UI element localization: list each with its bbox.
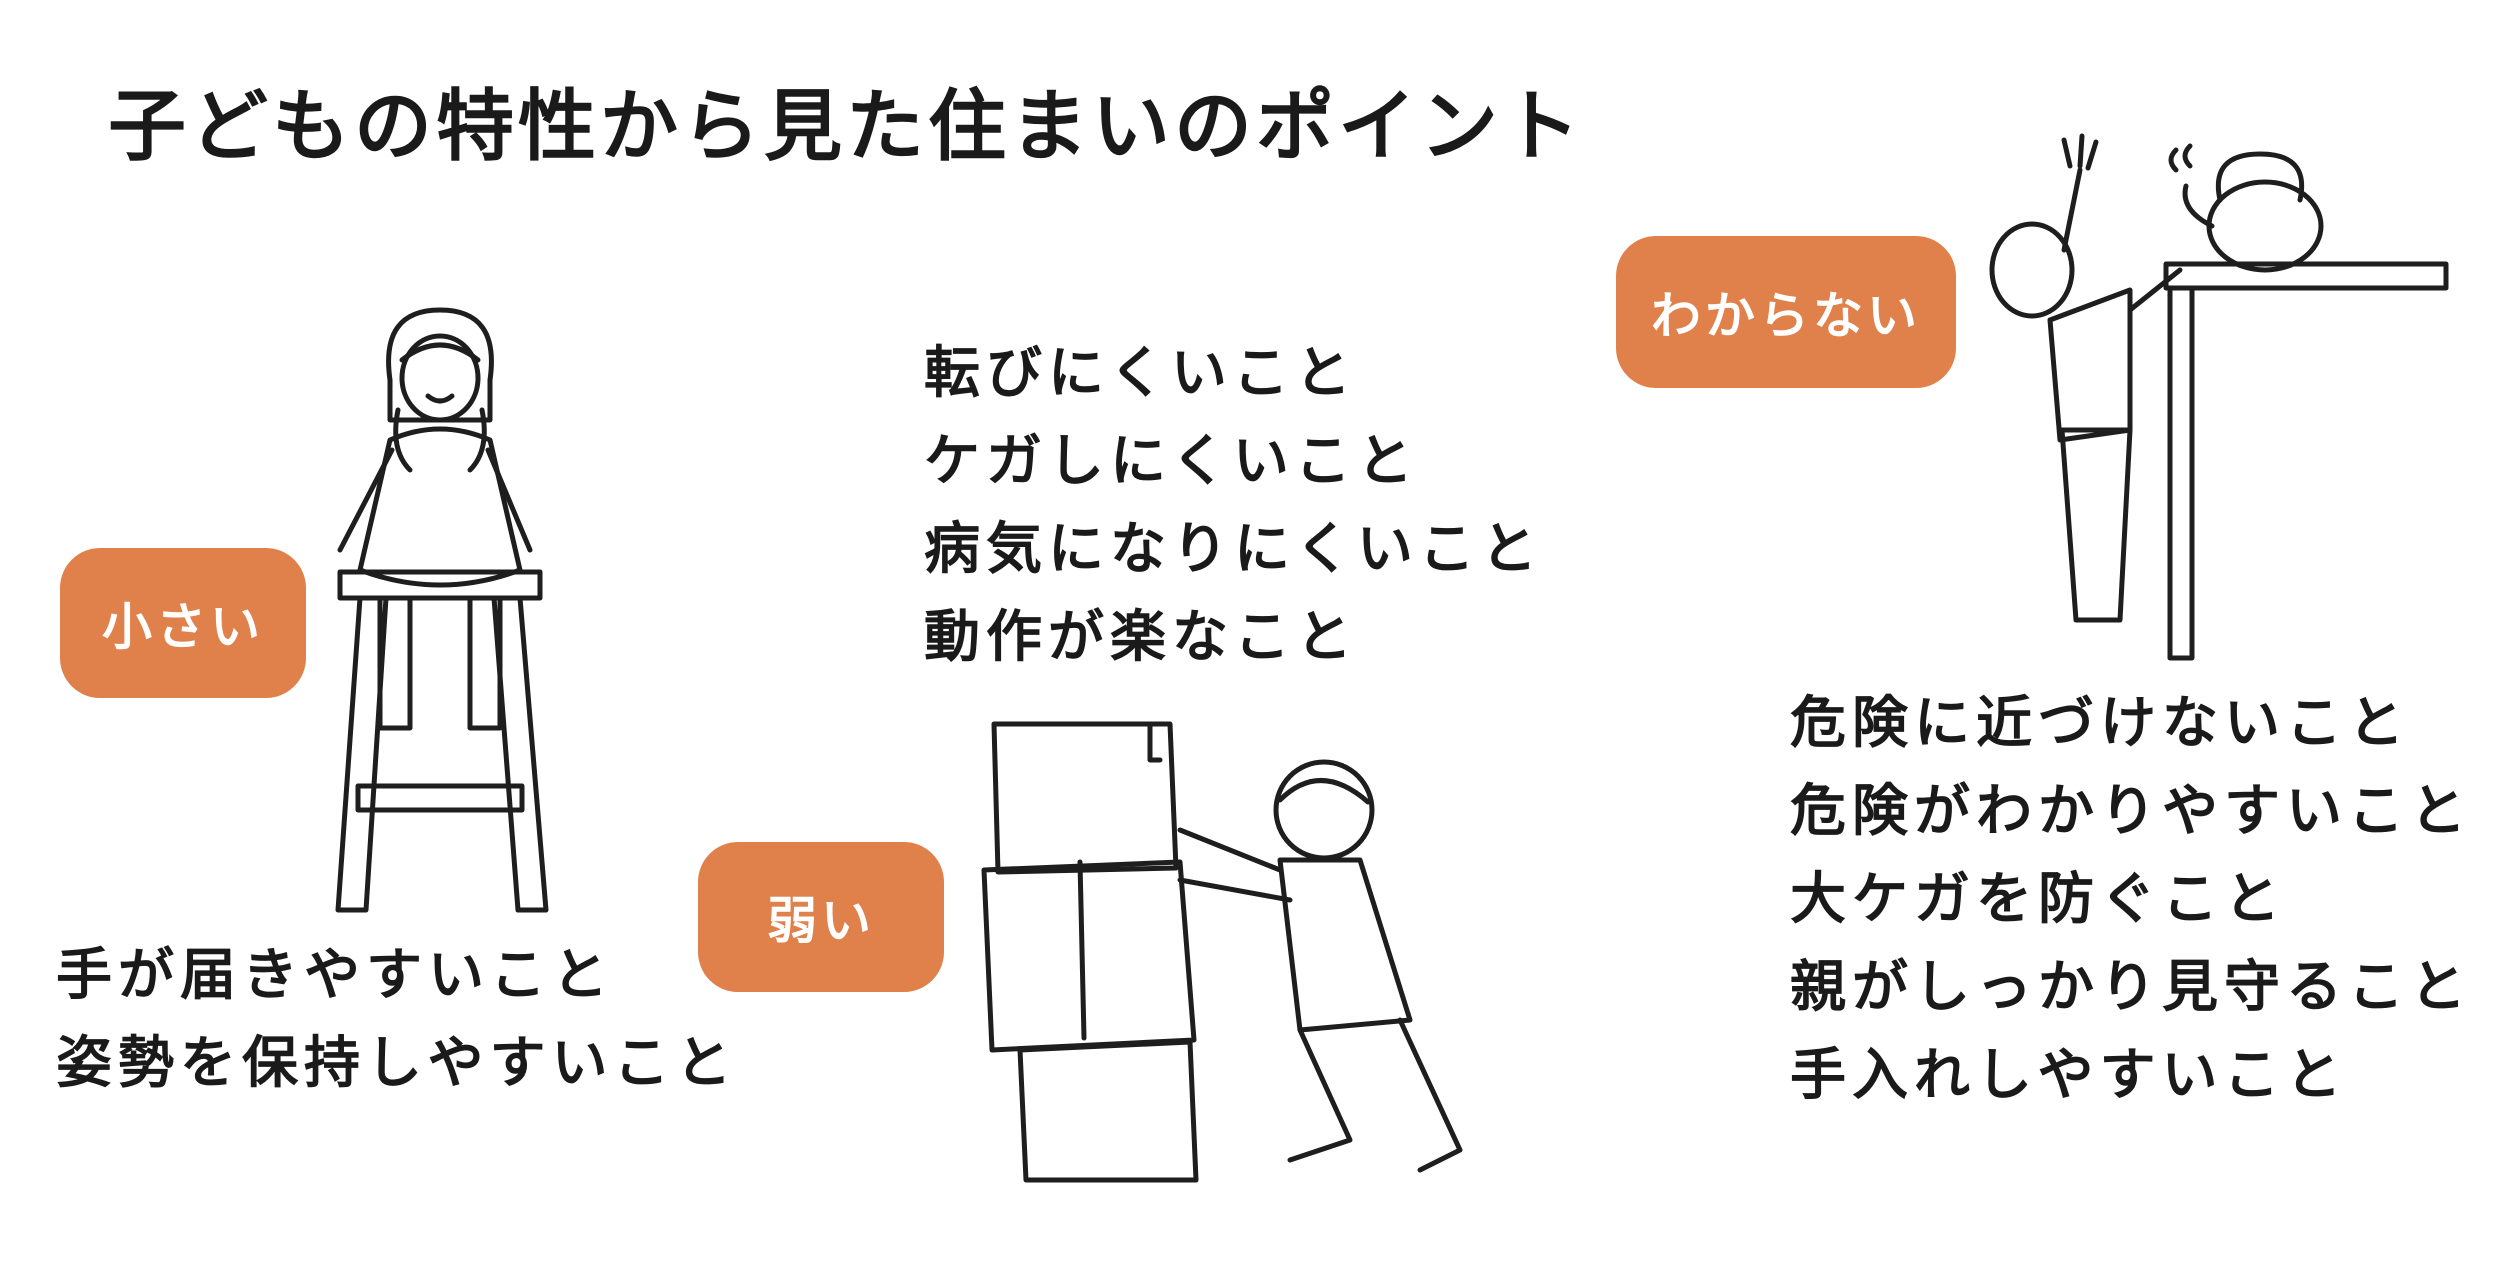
list-item: 危険に近づけないこと <box>1790 691 2410 756</box>
boy-pushing-boxes-illustration <box>981 721 1463 1183</box>
list-item: 転びにくいこと <box>924 341 1357 406</box>
list-item: 姿勢を保持しやすいこと <box>56 1031 738 1096</box>
child-reaching-kettle-illustration <box>1989 133 2449 661</box>
girl-icon <box>337 307 533 731</box>
points-list-unknown: 危険に近づけないこと 危険がわかりやすいこと 大ケガを防ぐこと 親がしっかり見守… <box>1790 680 2472 1120</box>
list-item: 危険がわかりやすいこと <box>1790 779 2472 844</box>
badge-unknown: わからない <box>1616 236 1956 388</box>
points-list-small: 手が届きやすいこと 姿勢を保持しやすいこと <box>56 932 737 1108</box>
list-item: 動作が楽なこと <box>924 605 1358 670</box>
cardboard-boxes-icon <box>981 721 1199 1183</box>
list-item: 手が届きやすいこと <box>56 943 614 1008</box>
list-item: 手入れしやすいこと <box>1790 1043 2348 1108</box>
list-item: ケガしにくいこと <box>924 429 1419 494</box>
badge-weak: 弱い <box>698 842 944 992</box>
counter-icon <box>2163 261 2449 661</box>
list-item: 大ケガを防ぐこと <box>1790 867 2286 932</box>
reaching-child-icon <box>1989 133 2183 623</box>
badge-small: 小さい <box>60 548 306 698</box>
kettle-icon <box>2168 143 2324 273</box>
list-item: 病気になりにくいこと <box>924 517 1543 582</box>
stool-icon <box>335 569 549 913</box>
boy-icon <box>1177 759 1463 1173</box>
girl-on-stool-illustration <box>335 307 549 913</box>
points-list-weak: 転びにくいこと ケガしにくいこと 病気になりにくいこと 動作が楽なこと <box>924 330 1543 682</box>
list-item: 親がしっかり見守ること <box>1790 955 2472 1020</box>
page-title: 子どもの特性から見た住まいのポイント <box>108 82 1585 172</box>
